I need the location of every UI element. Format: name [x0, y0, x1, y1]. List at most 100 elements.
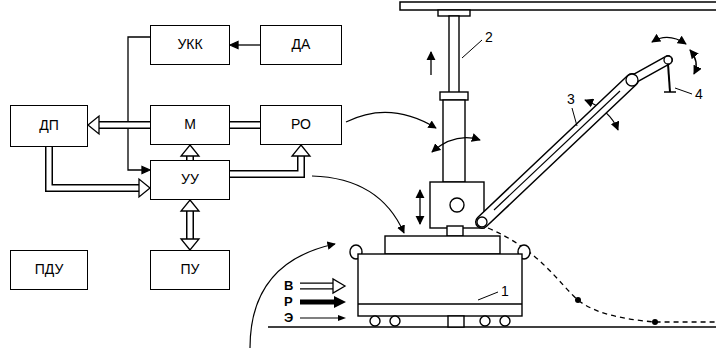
floor	[268, 326, 716, 328]
carriage	[390, 316, 400, 326]
arm	[477, 217, 487, 227]
motion-arrow	[432, 138, 480, 152]
control-link	[250, 112, 436, 348]
column	[430, 10, 484, 228]
trajectory	[575, 297, 581, 303]
leader-line	[462, 40, 692, 300]
column	[449, 16, 459, 94]
control-block: УУ	[150, 160, 230, 200]
sensor-block: ДП	[10, 105, 88, 147]
sensor-block: ДА	[260, 25, 342, 65]
column	[443, 100, 465, 182]
block-label: ПДУ	[35, 262, 64, 277]
bus-arrow	[98, 123, 150, 128]
bus-arrow	[88, 116, 150, 134]
bus-arrow	[181, 200, 199, 250]
bus-arrow	[49, 147, 150, 197]
legend-sample	[300, 317, 339, 318]
carriage	[385, 236, 500, 254]
arrowhead	[181, 239, 199, 250]
arm	[482, 80, 632, 222]
floor	[268, 327, 716, 328]
block-label: РО	[291, 117, 311, 132]
control-block: УКК	[150, 25, 230, 65]
bus-arrow	[230, 125, 260, 126]
callout-number: 2	[484, 30, 494, 44]
trajectory	[652, 319, 658, 325]
column	[438, 10, 470, 16]
remote-panel-block: ПДУ	[10, 250, 88, 290]
carriage	[448, 316, 464, 327]
motion-arrow	[420, 37, 696, 224]
carriage	[358, 303, 522, 304]
bus-arrow	[186, 210, 194, 240]
callout-number: 1	[500, 284, 510, 298]
callout-number: 3	[566, 92, 576, 106]
arm	[482, 80, 632, 222]
arm	[494, 91, 620, 210]
signal-arrow	[230, 42, 260, 49]
legend-sample	[300, 284, 334, 289]
arrowhead	[230, 42, 238, 49]
arrowhead	[181, 145, 199, 156]
bus-arrow	[230, 155, 301, 174]
signal-arrow	[128, 37, 150, 170]
arm	[664, 91, 676, 93]
leader-line	[462, 40, 482, 58]
legend-sample	[333, 279, 345, 293]
carriage	[500, 316, 510, 326]
legend-text: В	[284, 279, 293, 292]
legend-sample	[300, 300, 335, 305]
column	[440, 92, 468, 100]
bus-arrow	[188, 210, 193, 240]
arrowhead	[292, 145, 310, 156]
arm	[668, 64, 670, 92]
ceiling	[400, 2, 716, 10]
bus-arrow	[98, 121, 150, 129]
carriage	[480, 316, 490, 326]
legend-text: Р	[284, 295, 293, 308]
legend-sample	[300, 279, 346, 321]
block-label: ПУ	[181, 262, 200, 277]
actuator-block: РО	[260, 105, 342, 145]
control-link	[312, 176, 404, 233]
block-label: ДА	[292, 37, 311, 52]
control-link	[250, 244, 335, 348]
legend-sample	[300, 283, 334, 290]
bus-arrow	[230, 145, 310, 174]
block-label: ДП	[39, 118, 59, 133]
bus-arrow	[230, 121, 260, 129]
block-label: УУ	[181, 172, 199, 187]
bus-arrow	[230, 155, 301, 174]
motion-arrow	[430, 52, 431, 75]
bus-arrow	[49, 147, 140, 188]
drive-block: М	[150, 105, 230, 145]
arrowhead	[142, 167, 150, 174]
carriage	[350, 226, 530, 327]
arrowhead	[181, 200, 199, 211]
legend-sample	[334, 296, 346, 308]
arm	[626, 74, 638, 86]
callout-number: 4	[694, 87, 704, 101]
block-label: УКК	[177, 37, 202, 52]
legend-sample	[338, 315, 346, 321]
arm	[664, 56, 672, 64]
motion-arrow	[652, 37, 686, 44]
carriage	[358, 254, 522, 316]
bus-arrow	[230, 123, 260, 128]
bus-arrow	[181, 145, 199, 160]
ceiling	[400, 2, 716, 10]
legend-text: Э	[284, 311, 293, 324]
signal-arrow	[128, 37, 150, 174]
carriage	[447, 226, 463, 236]
carriage	[370, 316, 380, 326]
block-label: М	[184, 117, 196, 132]
motion-arrow	[419, 190, 420, 224]
leader-line	[478, 292, 498, 300]
arm	[477, 56, 676, 227]
bus-arrow	[49, 147, 140, 188]
signal-arrow	[237, 44, 260, 45]
control-panel-block: ПУ	[150, 250, 230, 290]
